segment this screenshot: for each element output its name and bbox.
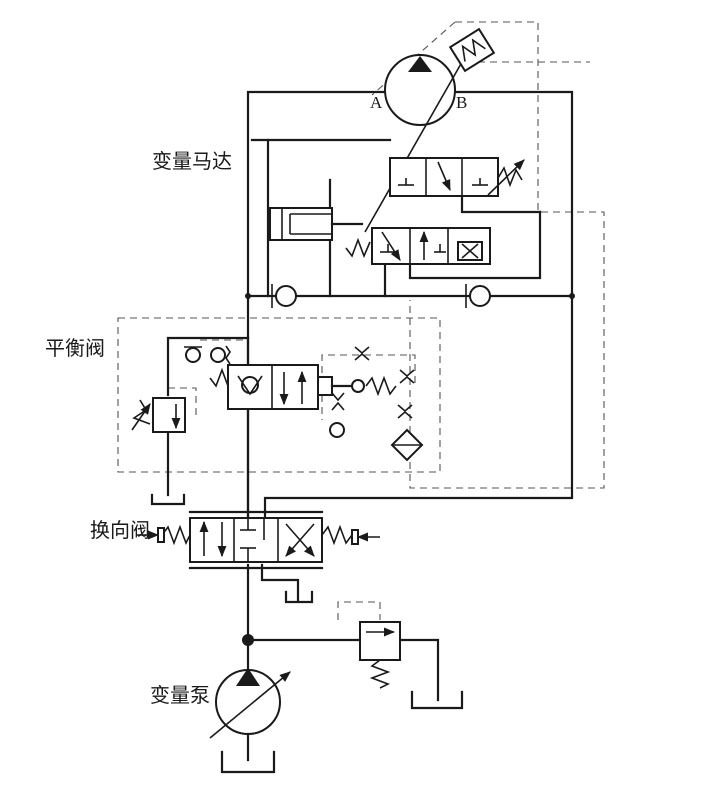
reversing-valve-label: 换向阀	[90, 519, 150, 542]
port-a-label: A	[370, 93, 383, 112]
junction-dot	[242, 634, 254, 646]
tank-reversing	[284, 590, 314, 604]
servo-spool-valve	[345, 227, 491, 265]
motor-circle	[384, 54, 456, 126]
balance-spring-right-icon	[365, 375, 397, 397]
port-b-label: B	[456, 93, 467, 112]
orifice-icons	[331, 346, 415, 419]
tank-balance	[150, 493, 186, 506]
relief-spring-icon	[369, 659, 391, 689]
relief-valve-left	[131, 397, 186, 433]
relief-valve-right	[359, 621, 401, 689]
balance-valve	[184, 345, 424, 462]
variable-motor-label: 变量马达	[152, 150, 232, 173]
variable-motor: A B	[364, 27, 496, 233]
pump-variable-arrow	[209, 671, 291, 739]
reversing-spring-right-icon	[321, 524, 353, 546]
reversing-spring-left-icon	[161, 524, 191, 546]
motor-shift-valve	[389, 157, 525, 197]
servo-cylinder	[269, 207, 364, 241]
motor-control-spring-icon	[448, 27, 496, 73]
valve-spring-icon	[497, 166, 523, 188]
tank-relief	[410, 690, 464, 710]
pump-direction-triangle	[236, 668, 260, 686]
balance-valve-envelope	[117, 317, 441, 473]
variable-pump-label: 变量泵	[150, 684, 210, 707]
check-valve-right	[465, 284, 491, 308]
servo-spring-icon	[345, 237, 371, 259]
reversing-valve	[136, 510, 380, 570]
motor-variable-arrow	[364, 47, 471, 233]
check-valve-left	[271, 284, 297, 308]
tank-pump	[220, 750, 276, 774]
variable-pump	[209, 668, 291, 762]
motor-direction-triangle	[408, 56, 432, 72]
pilot-lines	[168, 21, 605, 620]
balance-valve-label: 平衡阀	[45, 337, 105, 360]
